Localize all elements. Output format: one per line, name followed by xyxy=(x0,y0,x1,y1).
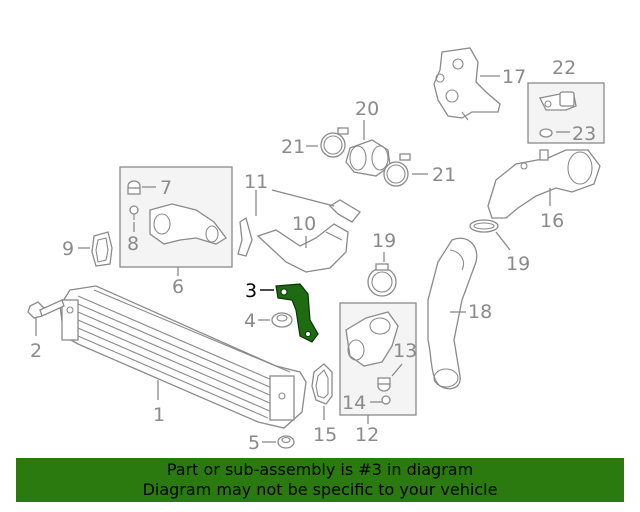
callout-10: 10 xyxy=(292,213,316,235)
part-3-bracket-highlighted xyxy=(260,283,319,343)
part-6-box xyxy=(119,166,233,276)
callout-23: 23 xyxy=(572,123,596,145)
callout-9: 9 xyxy=(62,238,74,260)
callout-19-left: 19 xyxy=(372,230,396,252)
part-21-clamp-left xyxy=(306,127,349,158)
part-11-bracket xyxy=(237,189,361,257)
info-banner: Part or sub-assembly is #3 in diagram Di… xyxy=(16,458,624,502)
part-16-intake-pipe xyxy=(487,149,601,219)
callout-13: 13 xyxy=(393,340,417,362)
callout-2: 2 xyxy=(30,340,42,362)
callout-22: 22 xyxy=(552,57,576,79)
part-17-bracket xyxy=(433,47,501,121)
part-20-coupler xyxy=(345,120,391,177)
callout-16: 16 xyxy=(540,210,564,232)
callout-21-right: 21 xyxy=(432,164,456,186)
part-10-duct xyxy=(256,223,349,273)
part-5-grommet xyxy=(262,435,295,449)
part-2-bolt xyxy=(27,299,65,336)
part-12-box xyxy=(339,302,417,424)
callout-19-right: 19 xyxy=(506,253,530,275)
part-9-gasket xyxy=(78,231,113,267)
callout-6: 6 xyxy=(172,276,184,298)
part-15-gasket xyxy=(311,363,333,420)
callout-11: 11 xyxy=(244,171,268,193)
callout-14: 14 xyxy=(342,392,366,414)
callout-15: 15 xyxy=(313,424,337,446)
part-19-clamp-left xyxy=(367,252,397,297)
banner-line-1: Part or sub-assembly is #3 in diagram xyxy=(166,460,474,479)
callout-8: 8 xyxy=(127,233,139,255)
part-1-intercooler xyxy=(59,285,307,429)
part-21-clamp-right xyxy=(383,153,428,187)
callout-1: 1 xyxy=(153,404,165,426)
part-4-grommet xyxy=(258,312,293,328)
callout-4: 4 xyxy=(244,310,256,332)
callout-17: 17 xyxy=(502,66,526,88)
callout-20: 20 xyxy=(355,98,379,120)
callout-12: 12 xyxy=(355,424,379,446)
callout-5: 5 xyxy=(248,432,260,454)
callout-7: 7 xyxy=(160,177,172,199)
callout-18: 18 xyxy=(468,301,492,323)
part-22-23-box xyxy=(527,82,605,144)
callout-3: 3 xyxy=(245,280,257,302)
part-19-clamp-right xyxy=(469,219,511,251)
callout-21-left: 21 xyxy=(281,136,305,158)
part-18-hose xyxy=(427,237,478,390)
banner-line-2: Diagram may not be specific to your vehi… xyxy=(142,480,498,499)
